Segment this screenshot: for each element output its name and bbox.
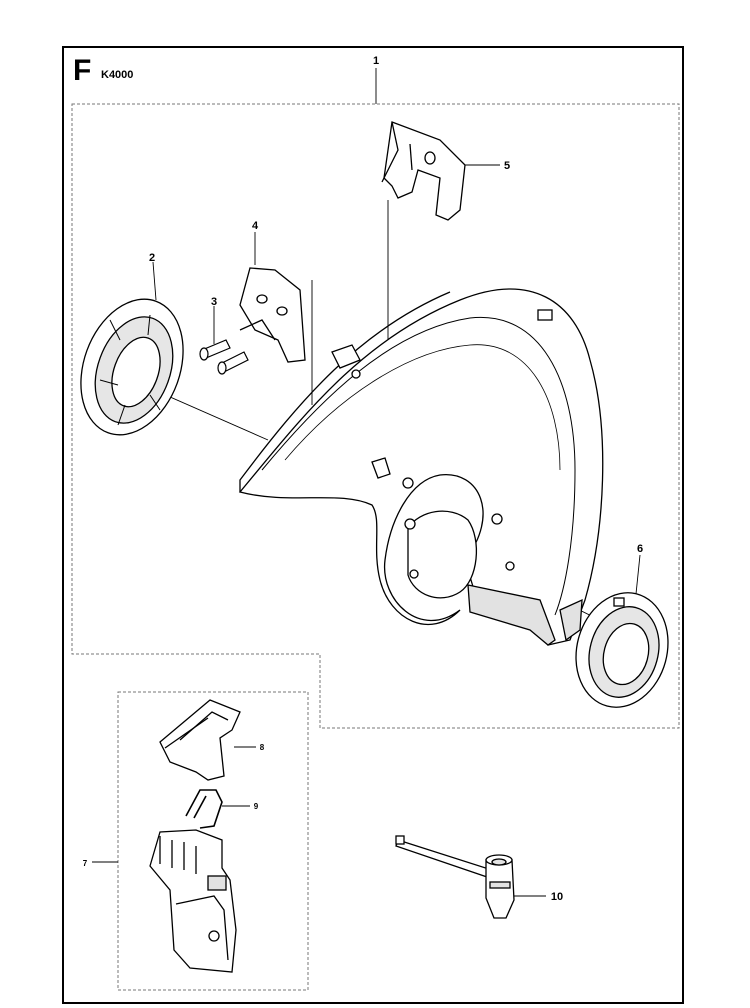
group-1-outline	[71, 103, 680, 729]
spring-clip	[185, 789, 223, 829]
rear-flange	[575, 592, 669, 708]
flange-washer	[80, 298, 184, 436]
callout-7: 7	[83, 859, 88, 868]
callout-2: 2	[149, 252, 155, 264]
callout-8: 8	[260, 743, 265, 752]
guard-bracket	[239, 267, 306, 363]
callout-9: 9	[254, 802, 259, 811]
callout-1: 1	[373, 55, 379, 67]
model-name: K4000	[101, 69, 134, 81]
guard-handle	[381, 121, 466, 221]
combination-wrench	[395, 835, 515, 919]
guard-lever	[159, 699, 241, 781]
callout-5: 5	[504, 160, 510, 172]
lever-housing	[149, 829, 237, 973]
callout-4: 4	[252, 220, 259, 232]
screws	[199, 339, 249, 375]
callout-3: 3	[211, 296, 217, 308]
group-7-outline	[117, 691, 309, 991]
section-letter: F	[73, 54, 92, 87]
callout-6: 6	[637, 543, 643, 555]
blade-guard	[238, 288, 604, 646]
drawing-frame	[62, 46, 684, 1004]
callout-10: 10	[551, 891, 563, 903]
callout-numbers: 1 2 3 4 5 6 7 8 9 10	[83, 55, 643, 903]
